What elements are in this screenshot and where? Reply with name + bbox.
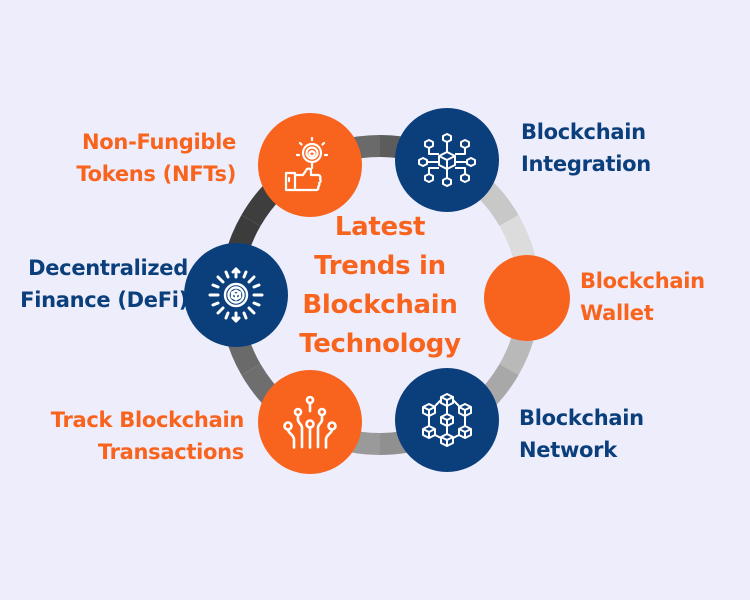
label-track: Track Blockchain Transactions [50, 404, 245, 468]
blockchain-hub-icon [418, 133, 476, 187]
label-network-line-1: Blockchain [519, 406, 644, 430]
label-integration-line-2: Integration [521, 152, 651, 176]
label-network-line-2: Network [519, 438, 617, 462]
label-wallet: Blockchain Wallet [580, 265, 705, 329]
node-defi [184, 243, 288, 347]
node-nfts [258, 113, 362, 217]
circuit-nodes-icon [283, 395, 337, 449]
label-defi-line-2: Finance (DeFi) [20, 288, 188, 312]
node-network [395, 368, 499, 472]
label-nfts-line-1: Non-Fungible [82, 130, 236, 154]
node-wallet [484, 255, 570, 341]
label-nfts-line-2: Tokens (NFTs) [76, 162, 236, 186]
title-line-2: Trends in [314, 251, 446, 281]
title-line-4: Technology [299, 329, 461, 359]
label-wallet-line-1: Blockchain [580, 269, 705, 293]
label-track-line-1: Track Blockchain [50, 408, 245, 432]
label-integration: Blockchain Integration [521, 116, 651, 180]
cube-network-icon [422, 393, 472, 447]
label-integration-line-1: Blockchain [521, 120, 646, 144]
node-integration [395, 108, 499, 212]
hand-magnifier-icon [284, 136, 329, 192]
label-track-line-2: Transactions [97, 440, 244, 464]
title-line-3: Blockchain [302, 290, 458, 320]
label-defi-line-1: Decentralized [28, 256, 188, 280]
center-title: Latest Trends in Blockchain Technology [280, 208, 480, 364]
label-nfts: Non-Fungible Tokens (NFTs) [76, 126, 236, 190]
label-wallet-line-2: Wallet [580, 301, 654, 325]
title-line-1: Latest [334, 212, 426, 242]
label-defi: Decentralized Finance (DeFi) [20, 252, 188, 316]
label-network: Blockchain Network [519, 402, 644, 466]
decentralized-cube-icon [208, 267, 264, 323]
node-track [258, 370, 362, 474]
